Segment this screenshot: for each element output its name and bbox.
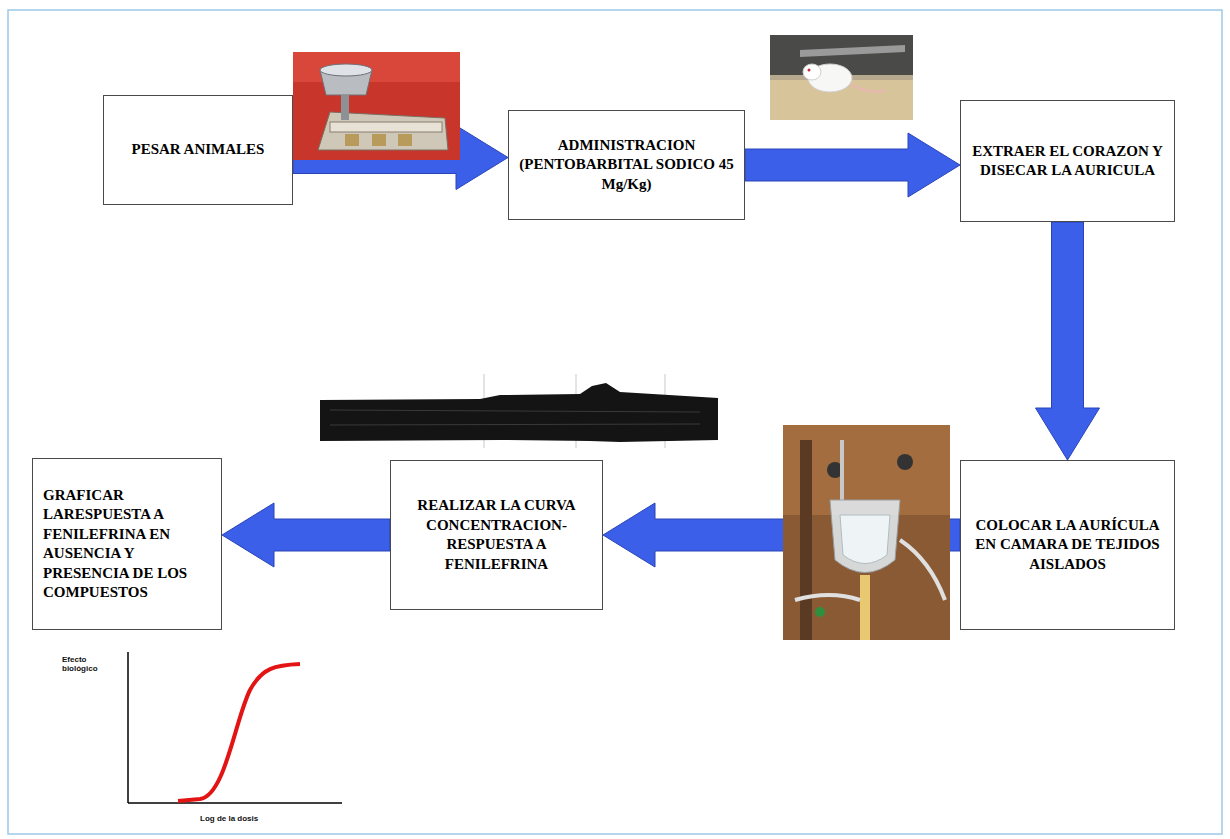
process-box: REALIZAR LA CURVA CONCENTRACION-RESPUEST… [390, 460, 603, 610]
step-text: PESAR ANIMALES [132, 140, 265, 160]
step-text: GRAFICAR LARESPUESTA A FENILEFRINA EN AU… [43, 486, 211, 603]
text-group: EXTRAER EL CORAZON Y DISECAR LA AURICULA [971, 142, 1164, 181]
block-arrow [1036, 222, 1100, 460]
axis-label: Log de la dosis [200, 815, 290, 824]
process-box: GRAFICAR LARESPUESTA A FENILEFRINA EN AU… [32, 458, 222, 630]
step-text: REALIZAR LA CURVA CONCENTRACION-RESPUEST… [401, 496, 592, 574]
text-group: ADMINISTRACION (PENTOBARBITAL SODICO 45 … [519, 136, 734, 195]
page-frame [8, 10, 1222, 834]
mouse-photo [770, 35, 913, 120]
process-box: EXTRAER EL CORAZON Y DISECAR LA AURICULA [960, 100, 1175, 222]
tissue-chamber-photo [783, 425, 950, 640]
dose-response-chart [50, 642, 345, 832]
process-box: PESAR ANIMALES [103, 95, 293, 205]
step-text: ADMINISTRACION (PENTOBARBITAL SODICO 45 … [519, 136, 734, 195]
axis-label: Efecto biológico [62, 656, 112, 674]
balance-photo [293, 52, 460, 160]
recording-trace [318, 372, 720, 450]
block-arrow [745, 133, 960, 197]
text-group: REALIZAR LA CURVA CONCENTRACION-RESPUEST… [401, 496, 592, 574]
process-box: ADMINISTRACION (PENTOBARBITAL SODICO 45 … [508, 110, 745, 220]
process-box: COLOCAR LA AURÍCULA EN CAMARA DE TEJIDOS… [960, 460, 1175, 630]
text-group: PESAR ANIMALES [132, 140, 265, 160]
text-group: COLOCAR LA AURÍCULA EN CAMARA DE TEJIDOS… [971, 516, 1164, 575]
block-arrow [222, 503, 390, 567]
step-text: COLOCAR LA AURÍCULA EN CAMARA DE TEJIDOS… [971, 516, 1164, 575]
step-text: EXTRAER EL CORAZON Y DISECAR LA AURICULA [971, 142, 1164, 181]
text-group: GRAFICAR LARESPUESTA A FENILEFRINA EN AU… [43, 486, 211, 603]
